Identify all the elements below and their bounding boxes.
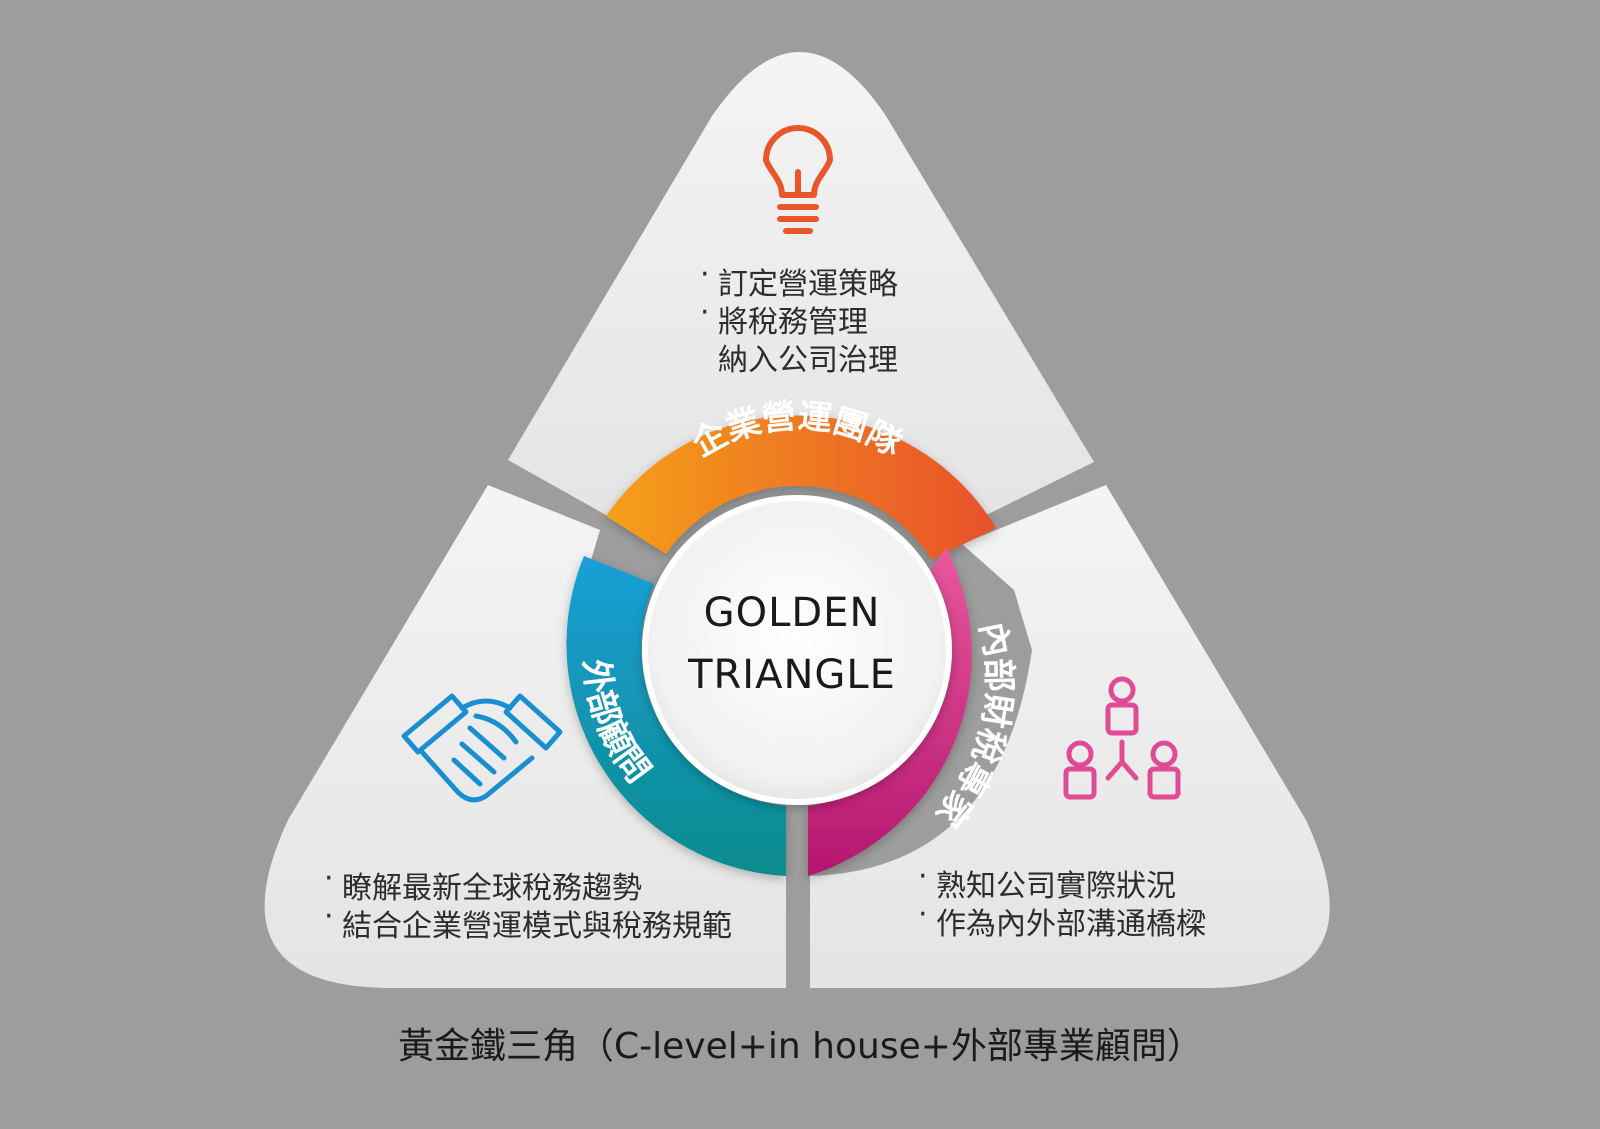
top-line-2: 將稅務管理 xyxy=(718,305,868,340)
handshake-icon xyxy=(401,693,563,803)
top-panel xyxy=(508,52,1094,524)
left-line-2: 結合企業營運模式與稅務規範 xyxy=(342,909,732,944)
center-title-line2: TRIANGLE xyxy=(687,652,896,698)
bullet-dot: · xyxy=(324,861,334,896)
triangle-panels xyxy=(264,52,1330,988)
bullet-dot: · xyxy=(324,899,334,934)
left-panel-text: · 瞭解最新全球稅務趨勢 · 結合企業營運模式與稅務規範 xyxy=(324,861,732,944)
top-line-1: 訂定營運策略 xyxy=(718,267,898,302)
right-line-2: 作為內外部溝通橋樑 xyxy=(936,907,1206,942)
center-circle xyxy=(642,495,952,805)
bullet-dot: · xyxy=(918,859,928,894)
people-network-icon xyxy=(1063,676,1181,800)
bullet-dot: · xyxy=(700,295,710,330)
caption: 黃金鐵三角（C-level+in house+外部專業顧問） xyxy=(398,1026,1203,1067)
bullet-dot: · xyxy=(700,257,710,292)
top-line-3: 納入公司治理 xyxy=(718,343,898,378)
left-line-1: 瞭解最新全球稅務趨勢 xyxy=(342,871,642,906)
ring-segment-left xyxy=(566,556,786,876)
ring-segment-top xyxy=(606,415,996,560)
lightbulb-icon xyxy=(763,125,833,234)
center-title-line1: GOLDEN xyxy=(704,590,881,636)
bullet-dot: · xyxy=(918,897,928,932)
top-panel-text: · 訂定營運策略 · 將稅務管理 納入公司治理 xyxy=(700,257,898,378)
left-panel xyxy=(264,485,787,988)
right-panel-text: · 熟知公司實際狀況 · 作為內外部溝通橋樑 xyxy=(918,859,1206,942)
right-line-1: 熟知公司實際狀況 xyxy=(936,869,1176,904)
right-panel xyxy=(810,485,1330,988)
